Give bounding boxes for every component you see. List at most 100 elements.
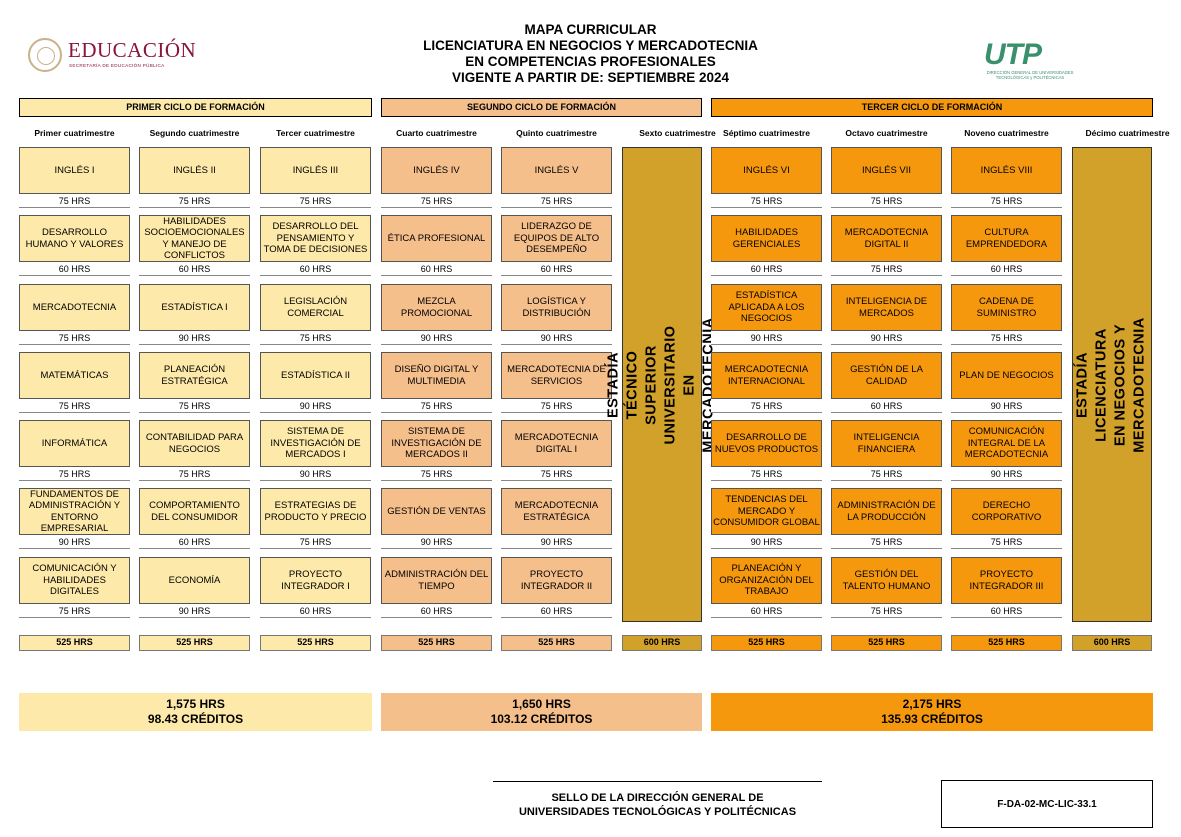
document-code: F-DA-02-MC-LIC-33.1 xyxy=(941,780,1153,828)
subject-box: HABILIDADES GERENCIALES xyxy=(711,215,822,262)
subject-hours: 75 HRS xyxy=(951,194,1062,208)
column-total: 525 HRS xyxy=(139,635,250,651)
subject-hours: 90 HRS xyxy=(381,535,492,549)
subject-box: CULTURA EMPRENDEDORA xyxy=(951,215,1062,262)
subject-hours: 60 HRS xyxy=(951,262,1062,276)
subject-box: CADENA DE SUMINISTRO xyxy=(951,284,1062,331)
subject-box: PROYECTO INTEGRADOR I xyxy=(260,557,371,604)
subject-hours: 75 HRS xyxy=(831,604,942,618)
subject-hours: 60 HRS xyxy=(139,535,250,549)
utp-logo-mark: UTP xyxy=(984,38,1042,71)
eagle-seal-icon xyxy=(28,38,62,72)
cycle-total-hours: 1,575 HRS xyxy=(166,697,225,711)
title-line: VIGENTE A PARTIR DE: SEPTIEMBRE 2024 xyxy=(451,70,730,85)
cycle-header-1: PRIMER CICLO DE FORMACIÓN xyxy=(19,98,372,117)
subject-box: COMPORTAMIENTO DEL CONSUMIDOR xyxy=(139,488,250,535)
cycle-total-2: 1,650 HRS 103.12 CRÉDITOS xyxy=(381,693,702,731)
subject-hours: 90 HRS xyxy=(711,331,822,345)
subject-box: ÉTICA PROFESIONAL xyxy=(381,215,492,262)
column-header: Octavo cuatrimestre xyxy=(845,127,928,138)
subject-hours: 75 HRS xyxy=(831,535,942,549)
column-total: 525 HRS xyxy=(260,635,371,651)
column-total: 525 HRS xyxy=(501,635,612,651)
subject-hours: 75 HRS xyxy=(381,467,492,481)
subject-hours: 75 HRS xyxy=(951,331,1062,345)
subject-box: PLANEACIÓN Y ORGANIZACIÓN DEL TRABAJO xyxy=(711,557,822,604)
subject-hours: 60 HRS xyxy=(260,604,371,618)
cycle-total-hours: 1,650 HRS xyxy=(512,697,571,711)
column-header: Cuarto cuatrimestre xyxy=(396,127,477,138)
title-line: EN COMPETENCIAS PROFESIONALES xyxy=(465,54,716,69)
subject-box: GESTIÓN DE VENTAS xyxy=(381,488,492,535)
subject-hours: 90 HRS xyxy=(19,535,130,549)
column-total: 600 HRS xyxy=(622,635,702,651)
cycle-total-credits: 98.43 CRÉDITOS xyxy=(147,712,244,726)
subject-box: INGLÉS III xyxy=(260,147,371,194)
cycle-total-hours: 2,175 HRS xyxy=(902,697,962,711)
subject-box: INGLÉS IV xyxy=(381,147,492,194)
subject-hours: 90 HRS xyxy=(139,604,250,618)
subject-hours: 75 HRS xyxy=(381,399,492,413)
subject-hours: 75 HRS xyxy=(260,535,371,549)
subject-box: MERCADOTECNIA DIGITAL I xyxy=(501,420,612,467)
subject-box: INTELIGENCIA DE MERCADOS xyxy=(831,284,942,331)
subject-box: DISEÑO DIGITAL Y MULTIMEDIA xyxy=(381,352,492,399)
subject-hours: 60 HRS xyxy=(711,262,822,276)
stadia-label: ESTADÍA LICENCIATURA EN NEGOCIOS Y MERCA… xyxy=(1075,316,1149,453)
column-header: Noveno cuatrimestre xyxy=(964,127,1049,138)
subject-box: MATEMÁTICAS xyxy=(19,352,130,399)
utp-logo-sub: DIRECCIÓN GENERAL DE UNIVERSIDADES TECNO… xyxy=(986,70,1074,80)
subject-hours: 90 HRS xyxy=(381,331,492,345)
subject-hours: 75 HRS xyxy=(19,467,130,481)
subject-box: SISTEMA DE INVESTIGACIÓN DE MERCADOS I xyxy=(260,420,371,467)
subject-box: INTELIGENCIA FINANCIERA xyxy=(831,420,942,467)
subject-hours: 75 HRS xyxy=(19,604,130,618)
subject-hours: 60 HRS xyxy=(951,604,1062,618)
subject-box: MERCADOTECNIA DE SERVICIOS xyxy=(501,352,612,399)
cycle-header-2: SEGUNDO CICLO DE FORMACIÓN xyxy=(381,98,702,117)
sello-line: SELLO DE LA DIRECCIÓN GENERAL DE xyxy=(551,792,764,804)
subject-hours: 90 HRS xyxy=(501,535,612,549)
subject-hours: 75 HRS xyxy=(831,262,942,276)
subject-hours: 90 HRS xyxy=(501,331,612,345)
sep-logo-word: EDUCACIÓN xyxy=(68,38,197,62)
column-total: 600 HRS xyxy=(1072,635,1152,651)
subject-hours: 75 HRS xyxy=(139,467,250,481)
subject-box: DESARROLLO HUMANO Y VALORES xyxy=(19,215,130,262)
sep-logo: EDUCACIÓN SECRETARÍA DE EDUCACIÓN PÚBLIC… xyxy=(28,38,208,74)
utp-logo: UTP DIRECCIÓN GENERAL DE UNIVERSIDADES T… xyxy=(984,38,1076,80)
subject-hours: 75 HRS xyxy=(381,194,492,208)
subject-hours: 60 HRS xyxy=(19,262,130,276)
subject-hours: 75 HRS xyxy=(501,194,612,208)
cycle-total-3: 2,175 HRS 135.93 CRÉDITOS xyxy=(711,693,1153,731)
subject-hours: 90 HRS xyxy=(260,399,371,413)
subject-box: MERCADOTECNIA xyxy=(19,284,130,331)
subject-hours: 75 HRS xyxy=(260,331,371,345)
column-total: 525 HRS xyxy=(831,635,942,651)
subject-hours: 75 HRS xyxy=(260,194,371,208)
subject-box: ESTADÍSTICA I xyxy=(139,284,250,331)
column-total: 525 HRS xyxy=(381,635,492,651)
cycle-total-credits: 103.12 CRÉDITOS xyxy=(490,712,593,726)
subject-hours: 60 HRS xyxy=(501,262,612,276)
subject-hours: 60 HRS xyxy=(831,399,942,413)
subject-box: DERECHO CORPORATIVO xyxy=(951,488,1062,535)
subject-box: MERCADOTECNIA ESTRATÉGICA xyxy=(501,488,612,535)
subject-hours: 60 HRS xyxy=(381,262,492,276)
stadia-block: ESTADÍA TÉCNICO SUPERIOR UNIVERSITARIO E… xyxy=(606,147,717,622)
subject-hours: 75 HRS xyxy=(711,399,822,413)
subject-hours: 75 HRS xyxy=(19,331,130,345)
subject-box: TENDENCIAS DEL MERCADO Y CONSUMIDOR GLOB… xyxy=(711,488,822,535)
subject-hours: 90 HRS xyxy=(951,467,1062,481)
subject-box: INFORMÁTICA xyxy=(19,420,130,467)
subject-hours: 60 HRS xyxy=(260,262,371,276)
subject-box: ESTADÍSTICA II xyxy=(260,352,371,399)
subject-box: DESARROLLO DEL PENSAMIENTO Y TOMA DE DEC… xyxy=(260,215,371,262)
subject-box: GESTIÓN DEL TALENTO HUMANO xyxy=(831,557,942,604)
column-total: 525 HRS xyxy=(711,635,822,651)
subject-hours: 75 HRS xyxy=(951,535,1062,549)
document-title: MAPA CURRICULAR LICENCIATURA EN NEGOCIOS… xyxy=(0,22,1181,86)
subject-box: MEZCLA PROMOCIONAL xyxy=(381,284,492,331)
subject-box: CONTABILIDAD PARA NEGOCIOS xyxy=(139,420,250,467)
subject-box: LEGISLACIÓN COMERCIAL xyxy=(260,284,371,331)
